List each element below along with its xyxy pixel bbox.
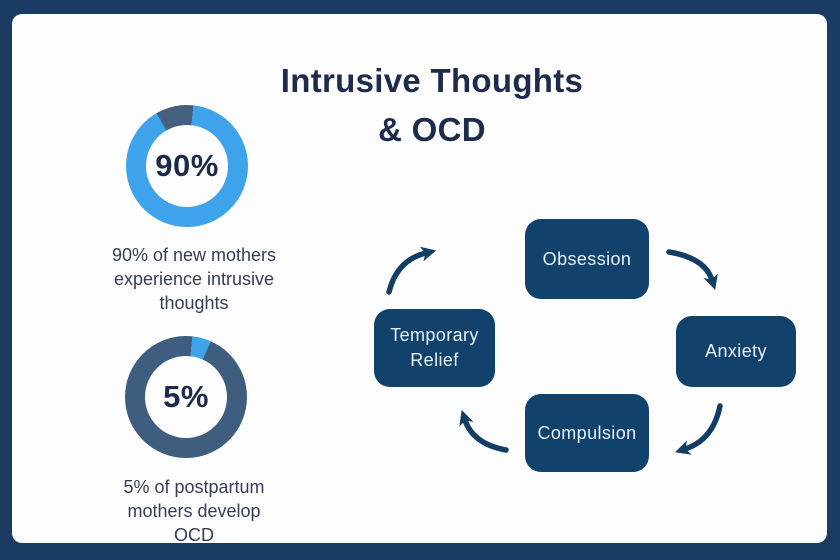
donut-value-label: 5% [163, 379, 209, 414]
caption-line: OCD [174, 525, 214, 545]
cycle-node-label: Temporary [390, 325, 479, 345]
caption-line: 90% of new mothers [111, 245, 277, 265]
arrow-obsession-to-anxiety [666, 249, 718, 291]
arrow-anxiety-to-compulsion [675, 403, 723, 455]
cycle-node-compulsion: Compulsion [525, 394, 649, 472]
cycle-node-temporary-relief: Temporary Relief [374, 309, 495, 387]
caption-line: 5% of postpartum [123, 477, 265, 497]
arrow-temporary-relief-to-obsession [386, 246, 437, 295]
donut-hole: 90% [146, 125, 228, 207]
cycle-node-obsession: Obsession [525, 219, 649, 299]
page-title-line1: Intrusive Thoughts [280, 62, 584, 99]
page-title-line2: & OCD [378, 111, 486, 148]
stat-caption-90-percent: 90% of new mothers experience intrusive … [74, 243, 314, 315]
donut-chart-5-percent: 5% [125, 336, 247, 458]
caption-line: thoughts [159, 293, 229, 313]
caption-line: experience intrusive [113, 269, 275, 289]
caption-line: mothers develop [127, 501, 261, 521]
cycle-node-anxiety: Anxiety [676, 316, 796, 387]
cycle-node-label: Compulsion [537, 422, 637, 443]
page-title: Intrusive Thoughts & OCD [12, 56, 840, 154]
cycle-node-label: Anxiety [705, 341, 767, 361]
stat-caption-5-percent: 5% of postpartum mothers develop OCD [74, 475, 314, 547]
donut-hole: 5% [145, 356, 227, 438]
infographic-card: Intrusive Thoughts & OCD 90% 90% of new … [12, 14, 827, 545]
cycle-node-label: Obsession [542, 248, 632, 269]
arrow-compulsion-to-temporary-relief [459, 410, 509, 453]
cycle-node-label: Relief [410, 350, 459, 370]
donut-chart-90-percent: 90% [126, 105, 248, 227]
donut-value-label: 90% [155, 148, 219, 183]
